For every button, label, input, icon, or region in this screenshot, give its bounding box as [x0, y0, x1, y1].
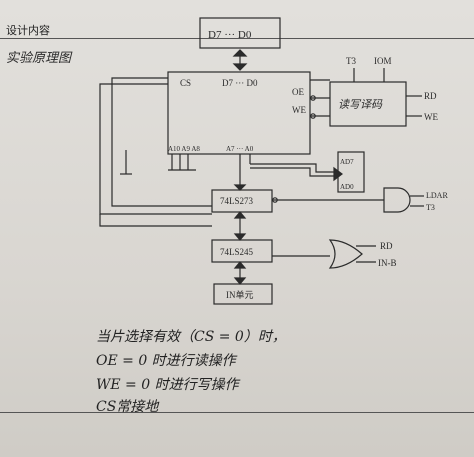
- buffer-74ls245: [211, 239, 273, 263]
- address-display-box: [337, 151, 365, 193]
- latch-label: 74LS273: [220, 196, 254, 206]
- section-header: 设计内容: [6, 24, 50, 37]
- we-label: WE: [292, 105, 306, 115]
- addr-hi-label: A10 A9 A8: [168, 145, 200, 153]
- inb-label: IN-B: [378, 258, 397, 268]
- data-bus-box: [199, 17, 281, 49]
- rd2-label: RD: [380, 241, 393, 251]
- note-line-3: WE = 0 时进行写操作: [96, 377, 239, 393]
- bus-arrow-up: [232, 49, 248, 57]
- note-line-1: 当片选择有效（CS = 0）时，: [96, 329, 286, 345]
- t3-right-label: T3: [426, 203, 435, 212]
- in-unit-label: IN单元: [226, 289, 254, 300]
- diagram-title: 实验原理图: [6, 50, 73, 65]
- t3-top-label: T3: [346, 56, 356, 66]
- bus-arrow-down: [232, 63, 248, 71]
- read-write-decoder: [329, 81, 407, 127]
- header-rule: [0, 38, 474, 39]
- rd-label: RD: [424, 91, 437, 101]
- cs-label: CS: [180, 78, 191, 88]
- and-gate: [383, 187, 411, 213]
- iom-label: IOM: [374, 56, 392, 66]
- note-line-4: CS常接地: [96, 399, 159, 415]
- footer-rule: [0, 412, 474, 413]
- we-out-label: WE: [424, 112, 438, 122]
- top-bus-label: D7 ··· D0: [208, 29, 252, 41]
- decoder-label: 读写译码: [338, 98, 383, 111]
- or-gate: [328, 239, 363, 269]
- in-unit-box: [213, 283, 273, 305]
- addr-lo-label: A7 ··· A0: [226, 145, 254, 153]
- latch-74ls273: [211, 189, 273, 213]
- memory-chip: [167, 71, 311, 155]
- oe-label: OE: [292, 87, 304, 97]
- buffer-label: 74LS245: [220, 247, 254, 257]
- ad7-label: AD7: [340, 158, 354, 166]
- note-line-2: OE = 0 时进行读操作: [96, 353, 236, 369]
- data-pins-label: D7 ··· D0: [222, 78, 258, 88]
- ldar-label: LDAR: [426, 191, 448, 200]
- ad0-label: AD0: [340, 183, 354, 191]
